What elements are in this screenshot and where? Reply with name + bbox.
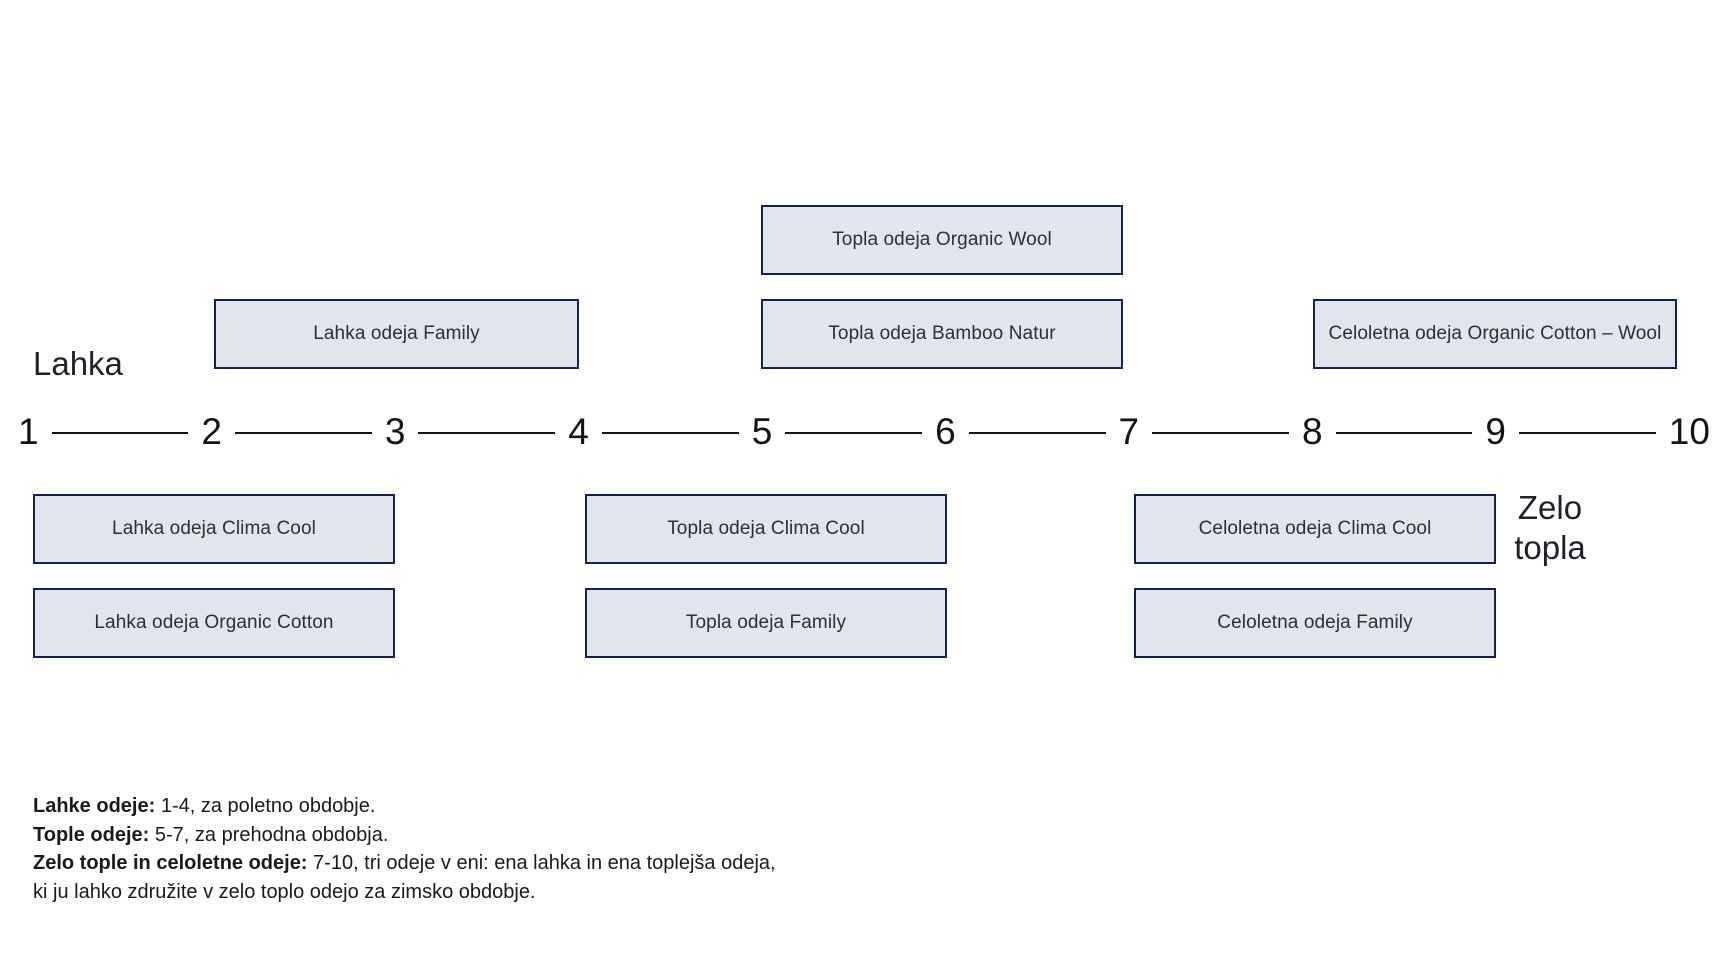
scale-tick-3: 3: [384, 410, 406, 452]
scale-rule-1-2: [51, 432, 189, 434]
product-box-topla-clima-cool: Topla odeja Clima Cool: [585, 494, 947, 564]
product-box-label: Lahka odeja Organic Cotton: [94, 612, 334, 634]
scale-rule-3-4: [418, 432, 556, 434]
product-box-label: Celoletna odeja Clima Cool: [1198, 518, 1432, 540]
product-box-lahka-organic-cotton: Lahka odeja Organic Cotton: [33, 588, 395, 658]
product-box-label: Topla odeja Family: [685, 612, 847, 634]
scale-tick-10: 10: [1668, 410, 1710, 452]
scale-rule-8-9: [1335, 432, 1473, 434]
product-box-celoletna-family: Celoletna odeja Family: [1134, 588, 1496, 658]
product-box-label: Lahka odeja Family: [313, 323, 480, 345]
scale-rule-5-6: [785, 432, 923, 434]
scale-rule-7-8: [1152, 432, 1289, 434]
legend-note-lahke-term: Lahke odeje:: [33, 795, 156, 817]
product-box-celoletna-organic-cotton-wool: Celoletna odeja Organic Cotton – Wool: [1313, 299, 1677, 369]
scale-tick-2: 2: [201, 410, 222, 452]
product-box-label: Topla odeja Clima Cool: [667, 518, 865, 540]
legend-note-lahke-text: 1-4, za poletno obdobje.: [155, 795, 376, 817]
legend-note-zelo-tople-text: 7-10, tri odeje v eni: ena lahka in ena …: [307, 852, 776, 875]
scale-rule-4-5: [601, 432, 739, 434]
legend-notes: Lahke odeje: 1-4, za poletno obdobje. To…: [33, 792, 1033, 906]
legend-note-zelo-tople-term: Zelo tople in celoletne odeje:: [33, 852, 308, 875]
warmth-scale-axis: 1 2 3 4 5 6 7 8 9 10: [0, 408, 1728, 454]
product-box-label: Celoletna odeja Family: [1217, 612, 1413, 634]
scale-endpoint-label-right: Zelo topla: [1450, 488, 1650, 569]
product-box-label: Topla odeja Organic Wool: [832, 229, 1052, 251]
scale-tick-7: 7: [1118, 410, 1140, 452]
scale-endpoint-label-left: Lahka: [33, 345, 123, 382]
scale-tick-9: 9: [1485, 410, 1506, 452]
product-box-lahka-clima-cool: Lahka odeja Clima Cool: [33, 494, 395, 564]
product-box-topla-bamboo-natur: Topla odeja Bamboo Natur: [761, 299, 1123, 369]
scale-tick-8: 8: [1301, 410, 1323, 452]
legend-note-tople-text: 5-7, za prehodna obdobja.: [149, 823, 389, 846]
scale-tick-6: 6: [935, 410, 956, 452]
scale-rule-2-3: [235, 432, 372, 434]
product-box-lahka-family: Lahka odeja Family: [214, 299, 579, 369]
legend-note-tople-term: Tople odeje:: [33, 823, 150, 846]
scale-tick-5: 5: [751, 410, 773, 452]
product-box-topla-family: Topla odeja Family: [585, 588, 947, 658]
legend-note-zelo-tople: Zelo tople in celoletne odeje: 7-10, tri…: [33, 849, 1033, 878]
legend-note-tople: Tople odeje: 5-7, za prehodna obdobja.: [33, 821, 1033, 850]
product-box-label: Topla odeja Bamboo Natur: [828, 323, 1056, 345]
scale-endpoint-label-right-line2: topla: [1514, 529, 1586, 567]
scale-rule-6-7: [968, 432, 1106, 434]
product-box-label: Celoletna odeja Organic Cotton – Wool: [1328, 323, 1662, 345]
scale-rule-9-10: [1518, 432, 1656, 434]
product-box-celoletna-clima-cool: Celoletna odeja Clima Cool: [1134, 494, 1496, 564]
scale-endpoint-label-right-line1: Zelo: [1517, 489, 1583, 526]
legend-note-zelo-tople-continued: ki ju lahko združite v zelo toplo odejo …: [33, 880, 536, 903]
legend-note-lahke: Lahke odeje: 1-4, za poletno obdobje.: [33, 792, 1033, 821]
scale-tick-1: 1: [18, 410, 39, 452]
product-box-topla-organic-wool: Topla odeja Organic Wool: [761, 205, 1123, 275]
product-box-label: Lahka odeja Clima Cool: [112, 518, 316, 540]
scale-tick-4: 4: [568, 410, 589, 452]
